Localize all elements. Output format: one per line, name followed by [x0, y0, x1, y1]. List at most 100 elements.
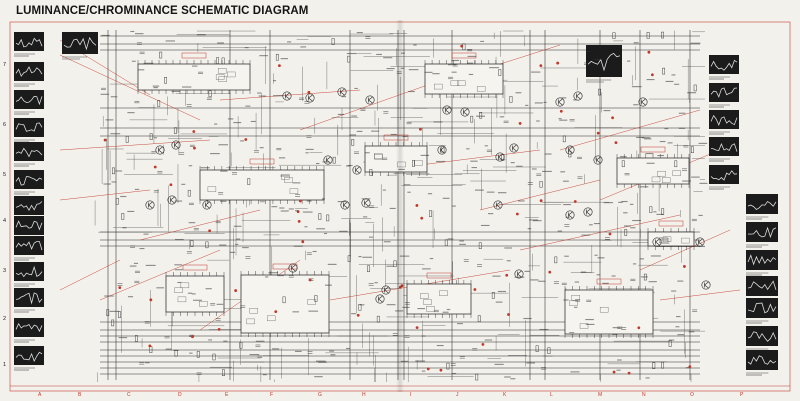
label-mark: [280, 58, 289, 60]
label-mark: [626, 60, 631, 62]
label-mark: [383, 57, 393, 59]
ic-internal-block: [476, 86, 486, 92]
row-label: 7: [3, 62, 7, 68]
label-mark: [661, 239, 668, 241]
label-mark: [457, 323, 463, 325]
transistor-body: [202, 200, 212, 210]
label-mark: [127, 112, 135, 114]
row-label: 5: [3, 172, 7, 178]
resistor-symbol: [470, 115, 474, 123]
label-mark: [300, 46, 307, 48]
transistor-symbol: [288, 263, 298, 273]
label-mark: [351, 313, 357, 315]
transistor-lead: [568, 146, 573, 151]
label-mark: [671, 74, 676, 76]
label-mark: [612, 333, 618, 336]
label-mark: [484, 145, 488, 147]
label-mark: [573, 99, 577, 101]
label-mark: [272, 348, 280, 350]
label-mark: [255, 340, 265, 342]
label-mark: [504, 376, 511, 378]
label-mark: [466, 148, 470, 150]
label-mark: [593, 223, 600, 225]
annotation-marker: [460, 44, 464, 48]
label-mark: [648, 281, 657, 283]
waveform-photo: [14, 32, 44, 57]
label-mark: [596, 274, 601, 276]
label-mark: [497, 290, 507, 293]
resistor-symbol: [444, 239, 448, 246]
ic-internal-block: [599, 307, 609, 313]
label-mark: [308, 310, 319, 312]
ic-reference-box: [658, 220, 684, 227]
ic-reference-box: [249, 158, 275, 165]
transistor-lead: [340, 88, 345, 93]
ic-internal-block: [374, 154, 383, 160]
ic-internal-block: [579, 323, 589, 329]
resistor-symbol: [159, 51, 163, 59]
transistor-symbol: [638, 97, 648, 107]
photo-frame: [746, 276, 778, 296]
resistor-symbol: [358, 304, 362, 311]
ic-internal-block: [199, 301, 208, 307]
waveform-photo: [14, 288, 44, 313]
column-label: E: [225, 392, 229, 398]
label-mark: [484, 339, 493, 341]
transistor-lead: [655, 241, 660, 246]
label-mark: [292, 311, 299, 313]
ic-body: [616, 157, 690, 185]
ic-internal-block: [657, 170, 666, 177]
label-mark: [257, 92, 262, 94]
waveform-photo: [709, 137, 739, 162]
label-mark: [327, 263, 337, 265]
label-mark: [400, 67, 405, 69]
waveform-photo: [746, 276, 778, 302]
resistor-symbol: [475, 373, 479, 381]
transistor-body: [652, 237, 662, 247]
label-mark: [677, 334, 685, 336]
label-mark: [165, 348, 172, 350]
label-mark: [690, 42, 701, 44]
ic-internal-block: [267, 315, 276, 322]
label-mark: [570, 371, 580, 373]
label-mark: [459, 240, 464, 242]
annotation-marker: [426, 367, 430, 371]
ic-internal-block: [246, 318, 255, 325]
transistor-lead: [285, 92, 290, 97]
label-mark: [188, 165, 193, 167]
transistor-lead: [558, 101, 563, 106]
label-mark: [171, 90, 181, 92]
ic-reference-box: [426, 272, 452, 279]
label-mark: [516, 165, 523, 167]
transistor-symbol: [460, 107, 470, 117]
annotation-marker: [169, 183, 173, 187]
label-mark: [305, 148, 314, 150]
label-mark: [315, 162, 320, 165]
waveform-photo: [14, 262, 44, 287]
transistor-lead: [576, 92, 581, 97]
label-mark: [359, 304, 365, 306]
resistor-symbol: [624, 229, 628, 236]
label-mark: [386, 304, 396, 306]
label-mark: [527, 228, 532, 230]
label-mark: [544, 153, 552, 155]
photo-trace: [710, 114, 738, 126]
label-mark: [510, 378, 516, 380]
label-mark: [143, 62, 154, 64]
ic-chip: [406, 272, 472, 318]
resistor-symbol: [351, 139, 355, 146]
label-mark: [134, 188, 140, 190]
waveform-photo: [14, 118, 44, 143]
label-mark: [656, 213, 664, 215]
annotation-marker: [415, 326, 419, 330]
label-mark: [321, 198, 325, 200]
resistor-symbol: [173, 127, 177, 134]
label-mark: [632, 263, 637, 265]
transistor-body: [701, 280, 711, 290]
label-mark: [407, 191, 411, 193]
resistor-symbol: [239, 342, 243, 349]
resistor-symbol: [539, 181, 543, 188]
label-mark: [593, 58, 602, 61]
label-mark: [315, 360, 326, 362]
label-mark: [421, 370, 426, 372]
